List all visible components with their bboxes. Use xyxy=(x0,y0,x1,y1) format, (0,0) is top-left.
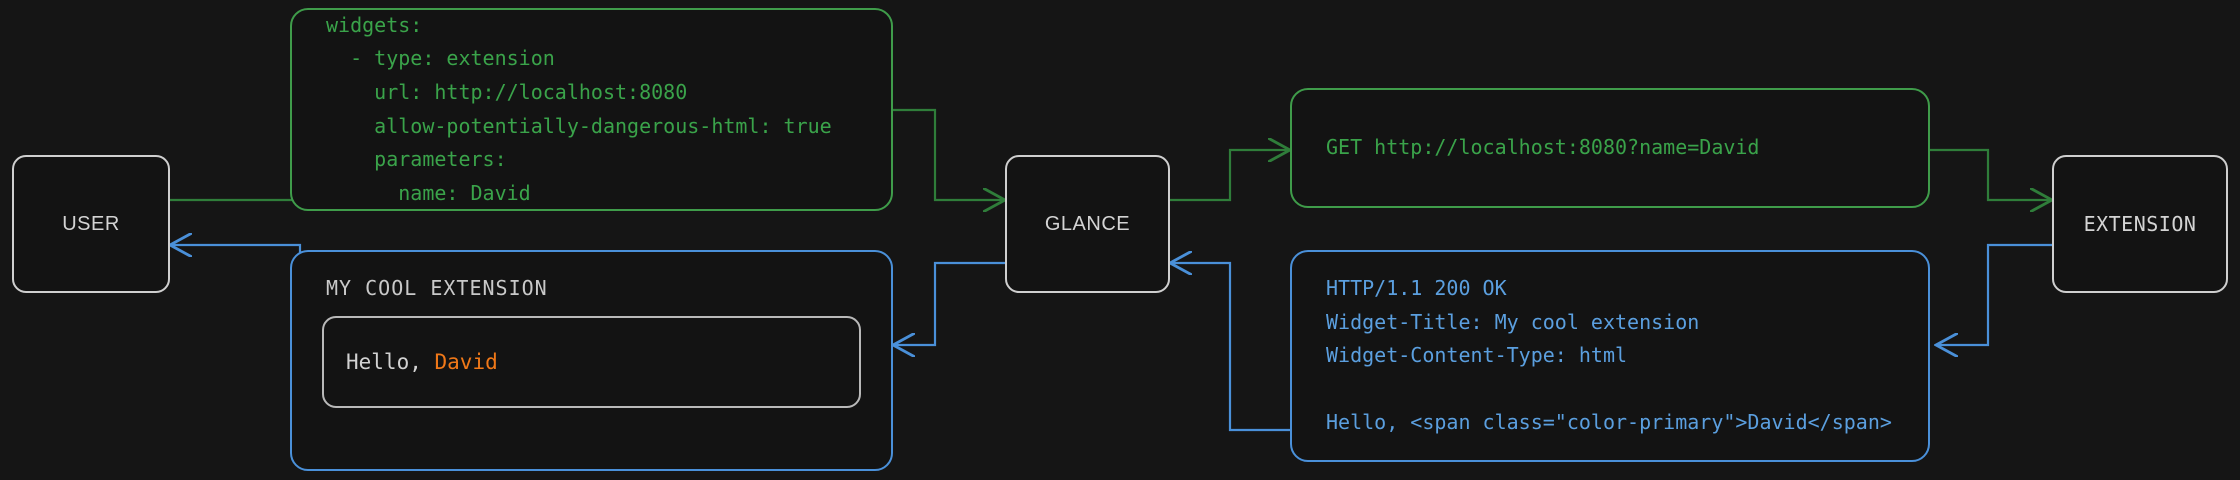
edge-glance-to-widget xyxy=(893,261,1005,345)
node-extension-label: EXTENSION xyxy=(2083,212,2197,236)
node-user-label: USER xyxy=(62,212,120,235)
config-yaml-text: widgets: - type: extension url: http://l… xyxy=(326,12,832,205)
node-glance-label: GLANCE xyxy=(1044,212,1131,235)
edge-response-to-glance xyxy=(1170,263,1290,432)
edge-request-to-extension xyxy=(1930,148,2052,200)
edge-config-to-glance xyxy=(893,108,1005,200)
widget-preview-title: MY COOL EXTENSION xyxy=(326,276,548,300)
edge-extension-to-response xyxy=(1936,243,2052,345)
node-glance[interactable]: GLANCE xyxy=(1005,155,1170,293)
http-response-text: HTTP/1.1 200 OK Widget-Title: My cool ex… xyxy=(1326,276,1892,435)
node-user[interactable]: USER xyxy=(12,155,170,293)
edge-widget-to-user xyxy=(170,245,302,465)
widget-preview-frame: Hello, David xyxy=(322,316,861,408)
widget-greeting-name: David xyxy=(434,350,498,374)
http-response-box: HTTP/1.1 200 OK Widget-Title: My cool ex… xyxy=(1290,250,1930,462)
widget-preview-box: MY COOL EXTENSION Hello, David xyxy=(290,250,893,471)
http-request-text: GET http://localhost:8080?name=David xyxy=(1326,135,1760,160)
edge-glance-to-request xyxy=(1170,150,1290,202)
http-request-box: GET http://localhost:8080?name=David xyxy=(1290,88,1930,208)
node-extension[interactable]: EXTENSION xyxy=(2052,155,2228,293)
widget-greeting-prefix: Hello, xyxy=(346,350,435,374)
widget-preview-body: Hello, David xyxy=(346,350,498,374)
config-yaml-box: widgets: - type: extension url: http://l… xyxy=(290,8,893,211)
